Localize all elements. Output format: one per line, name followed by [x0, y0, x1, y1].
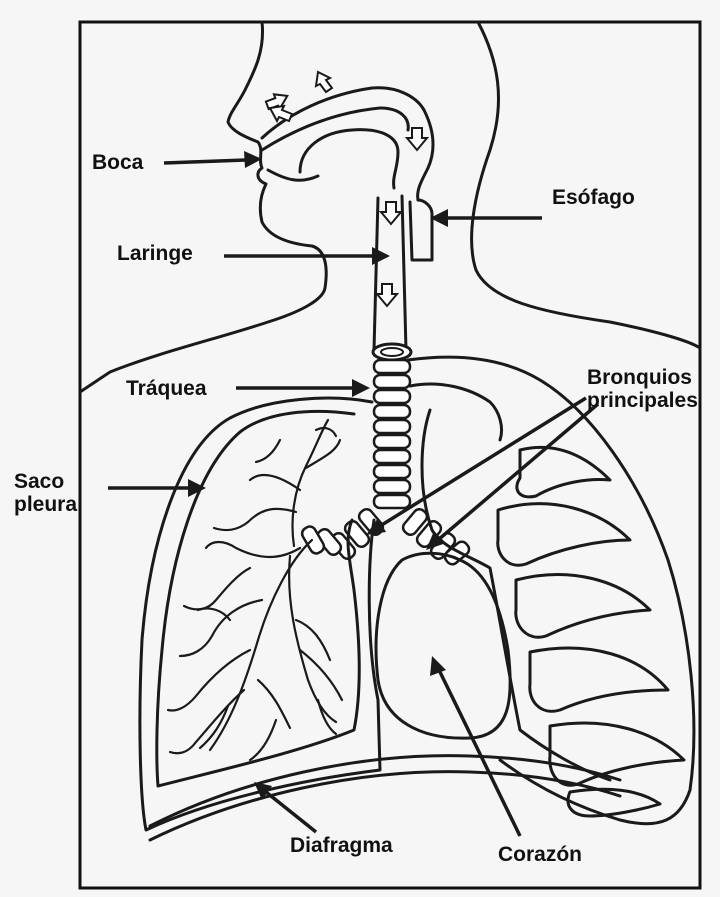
- pleural-sac: [138, 396, 382, 832]
- label-laringe: Laringe: [117, 242, 193, 265]
- pointer-boca: [163, 158, 247, 165]
- label-bronquios-principales: Bronquios principales: [587, 366, 698, 412]
- bronchial-tree: [166, 418, 344, 762]
- diaphragm-lower: [148, 770, 622, 842]
- arrowhead-corazon: [430, 656, 446, 676]
- arrowhead-traquea: [352, 379, 370, 397]
- arrowhead-diafragma: [254, 782, 272, 800]
- left-lung: [155, 409, 361, 788]
- arrowhead-bronquios-right: [426, 531, 446, 550]
- label-saco-pleural: Saco pleural: [14, 470, 83, 516]
- diaphragm: [148, 754, 622, 828]
- right-lung: [420, 408, 612, 782]
- label-bronquios-line2: principales: [587, 389, 698, 412]
- palate: [298, 128, 400, 190]
- pointer-bronquios-left: [379, 396, 587, 528]
- label-bronquios-line1: Bronquios: [587, 366, 692, 389]
- head-outline: [78, 20, 328, 394]
- label-saco-line1: Saco: [14, 470, 65, 493]
- airflow-arrows: [264, 70, 430, 308]
- arrowhead-saco: [188, 479, 206, 497]
- larynx-left-wall: [372, 196, 380, 352]
- trachea-top-inner: [380, 347, 404, 357]
- trachea-rings: [372, 358, 412, 510]
- frame: [78, 20, 702, 890]
- label-corazon: Corazón: [498, 843, 582, 866]
- back-neck-outline: [470, 20, 702, 350]
- pointer-diafragma: [264, 790, 318, 834]
- pointer-corazon: [438, 671, 522, 837]
- tongue: [266, 168, 320, 182]
- esophagus: [408, 198, 434, 262]
- right-lung-outer: [406, 355, 696, 826]
- bronchi-rings: [300, 507, 471, 566]
- pointer-bronquios-right: [436, 402, 600, 542]
- arrowhead-boca: [244, 151, 262, 168]
- rib-cage: [496, 445, 686, 818]
- label-esofago: Esófago: [552, 186, 635, 209]
- larynx-right-wall: [400, 194, 408, 352]
- arrowhead-bronquios-left: [366, 518, 386, 535]
- mediastinum-line: [408, 382, 504, 442]
- nasal-cavity-inner: [260, 106, 410, 152]
- label-pointers: [108, 151, 600, 837]
- heart: [374, 551, 512, 740]
- label-saco-line2: pleural: [14, 493, 83, 516]
- arrowhead-laringe: [372, 247, 390, 265]
- arrowhead-esofago: [430, 209, 448, 227]
- throat-wall: [416, 108, 435, 202]
- label-boca: Boca: [92, 151, 144, 174]
- label-traquea: Tráquea: [126, 377, 207, 400]
- trachea-top: [371, 342, 413, 362]
- label-diafragma: Diafragma: [290, 834, 393, 857]
